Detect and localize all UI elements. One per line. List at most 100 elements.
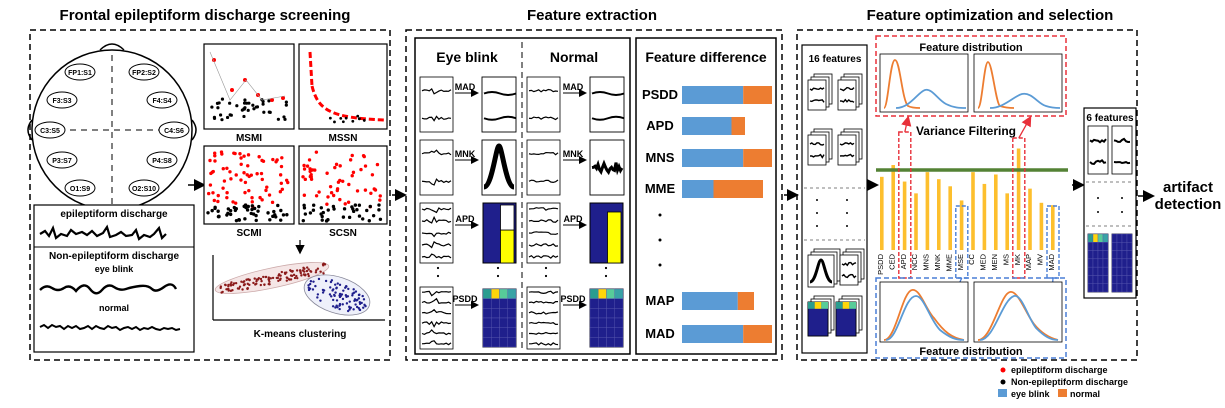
dist-orange-3 [883, 289, 965, 341]
label-normal: normal [99, 303, 129, 313]
row-label-0: MAD [455, 82, 476, 92]
dist-blue-4 [979, 295, 1059, 341]
legend-eye-blink: eye blink [1011, 389, 1051, 399]
electrode-label-5: C4:S6 [164, 128, 184, 135]
optimization-panel [796, 29, 1138, 361]
scatter-label-mssn: MSSN [329, 133, 358, 144]
feature-diff-bar-orange-4 [737, 292, 754, 310]
variance-bar-ms [1005, 193, 1009, 250]
label-eye-blink: eye blink [95, 264, 135, 274]
electrode-label-1: FP2:S2 [132, 70, 156, 77]
feature-stacks [804, 73, 865, 337]
legend-orange-swatch [1058, 389, 1067, 397]
waveform-box [33, 204, 195, 353]
electrode-8 [64, 179, 96, 197]
variance-bar-ncc [914, 193, 918, 250]
dist-blue-2 [989, 92, 1061, 109]
variance-tick-mnk: MNK [933, 254, 942, 271]
scatter-scsn [298, 145, 388, 225]
row-label-5: MNK [563, 149, 584, 159]
feature-diff-bar-orange-2 [743, 149, 772, 167]
dist-orange-1 [883, 59, 921, 109]
output-label-line1: artifact [1163, 179, 1213, 196]
variance-bar-apd [902, 181, 907, 250]
feature-diff-bar-blue-2 [682, 149, 744, 167]
feature-diff-label-mns: MNS [646, 150, 675, 165]
variance-tick-map: MAP [1024, 254, 1033, 270]
variance-tick-mse: MSE [956, 254, 965, 270]
legend: epileptiform discharge Non-epileptiform … [998, 365, 1128, 399]
cluster-blue [303, 274, 371, 316]
electrode-3 [146, 91, 178, 109]
row-label-2: APD [455, 214, 475, 224]
electrode-label-0: FP1:S1 [68, 70, 92, 77]
electrode-label-6: P3:S7 [52, 158, 72, 165]
variance-tick-apd: APD [899, 253, 908, 269]
feature-distribution-top-label: Feature distribution [919, 42, 1023, 54]
feature-diff-label-mme: MME [645, 181, 676, 196]
sixteen-features-label: 16 features [809, 54, 862, 65]
label-epileptiform: epileptiform discharge [60, 209, 168, 220]
electrode-label-7: P4:S8 [152, 158, 172, 165]
legend-red-dot [1000, 367, 1006, 373]
section-title-optimization: Feature optimization and selection [867, 7, 1114, 24]
legend-epileptiform: epileptiform discharge [1011, 365, 1108, 375]
variance-bar-mns [925, 172, 930, 250]
variance-tick-mv: MV [1036, 254, 1045, 265]
electrode-9 [128, 179, 160, 197]
variance-tick-mk: MK [1013, 254, 1022, 265]
dist-blue-3 [885, 295, 965, 341]
electrode-label-2: F3:S3 [52, 98, 71, 105]
variance-bar-mad [1051, 205, 1055, 250]
clustering-label: K-means clustering [254, 329, 347, 340]
variance-bar-mse [959, 200, 964, 250]
legend-blue-swatch [998, 389, 1007, 397]
electrode-2 [46, 91, 78, 109]
variance-tick-med: MED [979, 253, 988, 270]
variance-bar-map [1028, 188, 1032, 250]
variance-tick-ncc: NCC [910, 253, 919, 270]
dist-orange-2 [977, 61, 1015, 109]
feature-diff-bar-orange-5 [743, 325, 772, 343]
variance-tick-mme: MME [944, 254, 953, 272]
electrode-label-9: O2:S10 [132, 186, 156, 193]
row-label-1: MNK [455, 149, 476, 159]
variance-tick-psdd: PSDD [876, 253, 885, 274]
screening-panel [29, 29, 391, 361]
feature-diff-bar-orange-1 [731, 117, 745, 135]
feature-diff-bar-blue-3 [682, 180, 714, 198]
normal-heading: Normal [550, 49, 598, 65]
feature-difference-title: Feature difference [645, 49, 767, 65]
scatter-msmi [203, 43, 295, 130]
feature-diff-bar-blue-0 [682, 86, 744, 104]
row-label-7: PSDD [560, 294, 586, 304]
feature-diff-bar-orange-0 [743, 86, 772, 104]
row-label-6: APD [563, 214, 583, 224]
distribution-plot-1 [879, 53, 969, 113]
scatter-label-scmi: SCMI [237, 228, 262, 239]
section-title-screening: Frontal epileptiform discharge screening [60, 7, 351, 24]
variance-tick-cc: CC [967, 253, 976, 264]
legend-normal: normal [1070, 389, 1100, 399]
dist-blue-1 [895, 88, 967, 109]
variance-bar-psdd [880, 176, 884, 250]
epileptiform-wave [39, 224, 167, 241]
six-features-content [1086, 125, 1134, 293]
variance-bar-mme [948, 186, 952, 250]
variance-tick-mns: MNS [922, 254, 931, 271]
row-label-3: PSDD [452, 294, 478, 304]
output-label-line2: detection [1155, 196, 1222, 213]
section-title-extraction: Feature extraction [527, 7, 657, 24]
feature-distribution-bottom-box [875, 277, 1067, 359]
electrode-4 [34, 121, 66, 139]
feature-diff-bar-blue-5 [682, 325, 744, 343]
variance-tick-mad: MAD [1047, 253, 1056, 270]
variance-bar-mv [1039, 202, 1044, 250]
feature-diff-label-mad: MAD [645, 326, 675, 341]
ellipsis-dots [658, 213, 662, 267]
electrode-5 [158, 121, 190, 139]
